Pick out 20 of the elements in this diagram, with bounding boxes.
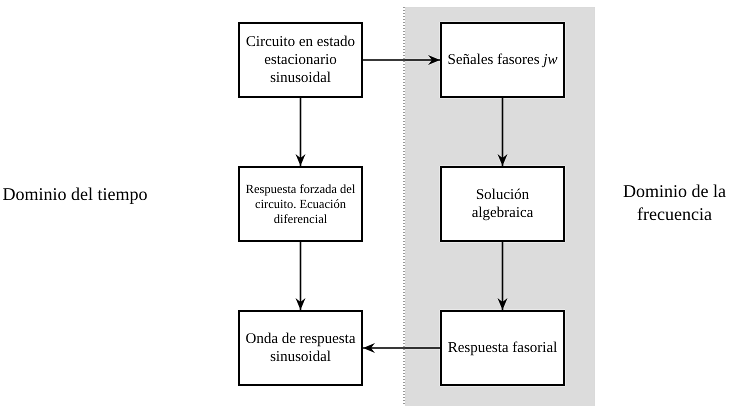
box-text: Respuesta forzada del circuito. Ecuación diferencial bbox=[244, 182, 356, 226]
arrow bbox=[498, 242, 508, 310]
process-box bbox=[440, 310, 565, 386]
box-text: Solución algebraica bbox=[470, 186, 534, 222]
arrow bbox=[363, 55, 440, 65]
box-text: Respuesta fasorial bbox=[448, 339, 558, 357]
domain-label: Dominio del tiempo bbox=[2, 183, 148, 206]
box-text: Circuito en estado estacionario sinusoidal bbox=[244, 33, 356, 87]
process-box bbox=[238, 166, 363, 242]
box-text: Onda de respuesta sinusoidal bbox=[244, 330, 356, 366]
arrow bbox=[296, 242, 306, 310]
arrow bbox=[363, 343, 440, 353]
process-box bbox=[238, 310, 363, 386]
domain-label: Dominio de la frecuencia bbox=[622, 180, 727, 226]
process-box bbox=[440, 22, 565, 98]
arrow bbox=[498, 98, 508, 166]
box-text: Señales fasores jw bbox=[448, 51, 558, 69]
process-box bbox=[440, 166, 565, 242]
process-box bbox=[238, 22, 363, 98]
arrow bbox=[296, 98, 306, 166]
